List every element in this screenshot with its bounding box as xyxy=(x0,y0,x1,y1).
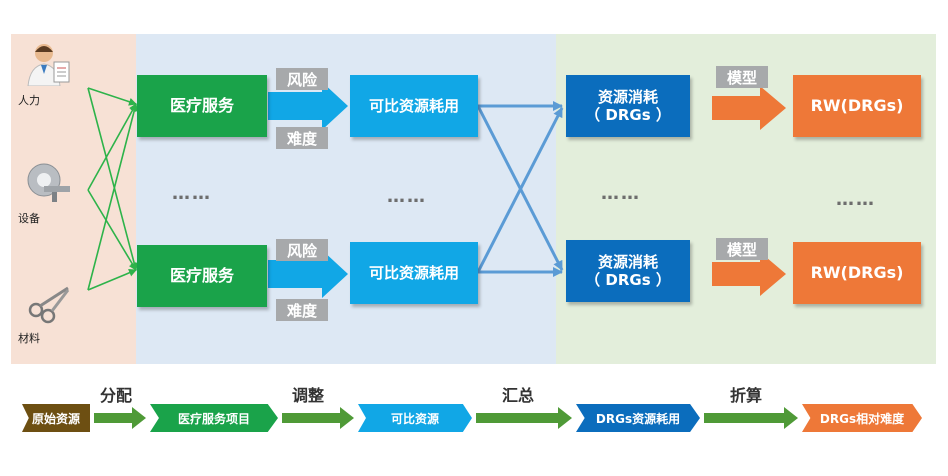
comparable-resource-box: 可比资源耗用 xyxy=(350,242,478,304)
flow-step-comparable: 可比资源 xyxy=(358,404,472,432)
medical-service-box: 医疗服务 xyxy=(137,75,267,137)
ct-scanner-icon xyxy=(27,163,70,202)
difficulty-tag: 难度 xyxy=(276,127,328,149)
ellipsis: …… xyxy=(601,183,641,204)
comparable-resource-box: 可比资源耗用 xyxy=(350,75,478,137)
model-arrow xyxy=(712,86,786,130)
adjust-arrow xyxy=(268,82,348,130)
risk-tag: 风险 xyxy=(276,239,328,261)
connector-line xyxy=(87,87,139,271)
model-tag: 模型 xyxy=(716,66,768,88)
medical-service-box: 医疗服务 xyxy=(137,245,267,307)
flow-step-drg-relative-difficulty: DRGs相对难度 xyxy=(802,404,922,432)
resource-equipment: 设备 xyxy=(18,160,90,226)
rw-box: RW(DRGs) xyxy=(793,75,921,137)
resource-label: 材料 xyxy=(18,332,40,345)
resource-label: 设备 xyxy=(18,212,40,225)
adjust-arrow xyxy=(268,250,348,298)
drg-consumption-box: 资源消耗 （ DRGs ） xyxy=(566,240,690,302)
model-tag: 模型 xyxy=(716,238,768,260)
rw-box: RW(DRGs) xyxy=(793,242,921,304)
connector-line xyxy=(87,103,139,291)
connector-line xyxy=(87,87,137,106)
flow-arrow xyxy=(282,407,354,429)
model-arrow xyxy=(712,252,786,296)
connector-line xyxy=(476,107,564,273)
flow-verb: 折算 xyxy=(730,386,763,405)
flow-arrow xyxy=(476,407,572,429)
risk-tag: 风险 xyxy=(276,68,328,90)
flow-verb: 分配 xyxy=(100,386,133,405)
flow-step-drg-usage: DRGs资源耗用 xyxy=(576,404,700,432)
resource-labor: 人力 xyxy=(18,42,90,108)
flow-verb: 汇总 xyxy=(502,386,535,405)
resource-label: 人力 xyxy=(18,94,40,107)
flow-arrows xyxy=(94,407,798,429)
flow-arrow xyxy=(94,407,146,429)
drg-consumption-box: 资源消耗 （ DRGs ） xyxy=(566,75,690,137)
difficulty-tag: 难度 xyxy=(276,299,328,321)
connector-line xyxy=(87,103,137,191)
ellipsis: …… xyxy=(836,189,876,210)
flow-step-service-item: 医疗服务项目 xyxy=(150,404,278,432)
doctor-icon xyxy=(27,44,70,87)
connector-line xyxy=(87,269,137,291)
flow-verb: 调整 xyxy=(292,386,325,405)
ellipsis: …… xyxy=(172,183,212,204)
resource-zone xyxy=(11,34,136,364)
resource-material: 材料 xyxy=(18,280,90,346)
ellipsis: …… xyxy=(387,186,427,207)
flow-arrow xyxy=(704,407,798,429)
connector-line xyxy=(87,189,137,271)
flow-step-raw-resource: 原始资源 xyxy=(22,404,90,432)
surgical-scissors-icon xyxy=(28,286,70,324)
